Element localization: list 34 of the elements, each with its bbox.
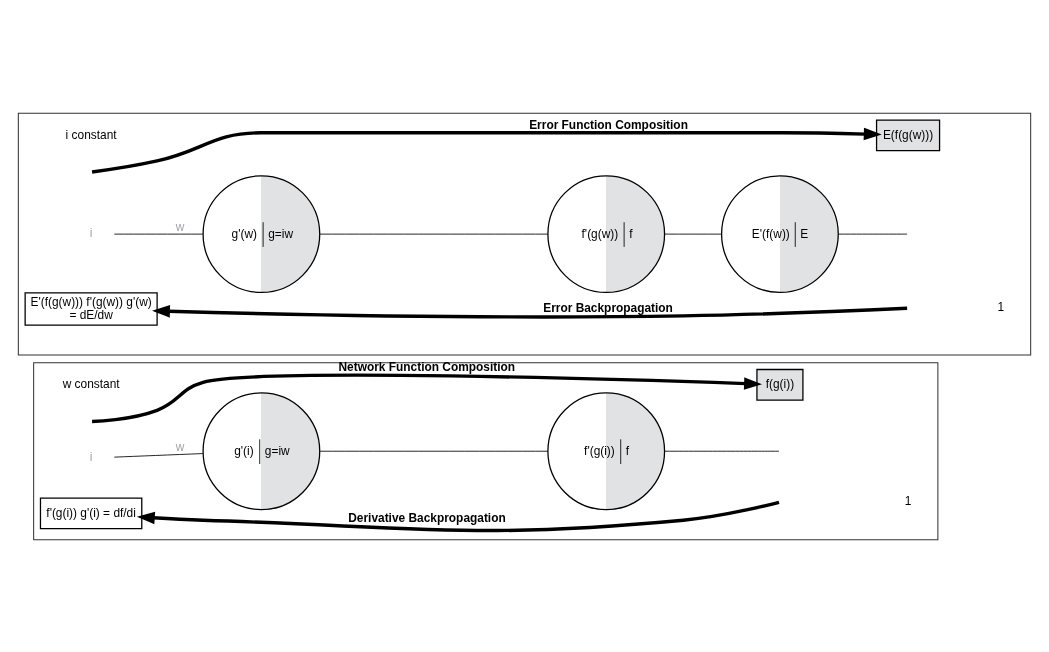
edge-label: Error Backpropagation <box>543 300 673 315</box>
connector <box>113 233 204 235</box>
connector <box>664 233 722 235</box>
edge-label: w <box>175 219 185 234</box>
node-box: E(f(g(w))) <box>875 118 941 151</box>
arrow <box>92 373 762 423</box>
cluster <box>33 361 939 540</box>
node-circle: f'(g(w)) f <box>547 174 666 293</box>
arrow <box>91 127 882 174</box>
label: 1 <box>904 493 912 508</box>
node-box: E'(f(g(w))) f'(g(w)) g'(w) = dE/dw <box>24 291 158 326</box>
label: 1 <box>997 299 1005 314</box>
connector <box>664 450 780 452</box>
edge-label: w <box>175 439 185 454</box>
connector <box>319 450 549 452</box>
node-text: i <box>89 449 93 464</box>
connector <box>319 233 549 235</box>
cluster <box>17 112 1032 356</box>
node-text: i <box>89 225 93 240</box>
edge-label: Network Function Composition <box>338 359 516 374</box>
label: w constant <box>62 376 120 391</box>
node-circle: g'(w) g=iw <box>202 174 321 293</box>
connector <box>838 233 908 235</box>
node-circle: f'(g(i)) f <box>547 391 666 510</box>
arrow <box>136 500 780 532</box>
node-box: f'(g(i)) g'(i) = df/di <box>39 496 143 529</box>
node-circle: E'(f(w)) E <box>720 174 839 293</box>
edge-label: Derivative Backpropagation <box>348 510 506 525</box>
node-box: f(g(i)) <box>756 368 804 401</box>
label: i constant <box>65 127 117 141</box>
connector <box>113 452 204 458</box>
node-circle: g'(i) g=iw <box>202 391 321 510</box>
edge-label: Error Function Composition <box>529 117 688 132</box>
arrow <box>152 304 908 319</box>
